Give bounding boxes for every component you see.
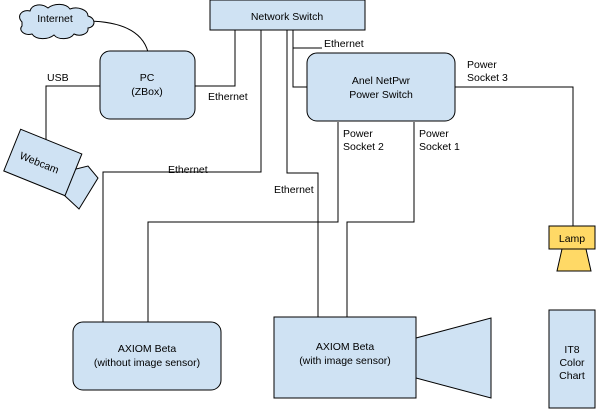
internet-cloud: Internet xyxy=(19,3,95,40)
pc-label: PC xyxy=(140,72,155,84)
power-socket-2-label: Power xyxy=(343,128,373,140)
wire-socket3-lamp xyxy=(455,86,574,226)
pc-sublabel: (ZBox) xyxy=(131,86,163,98)
power-socket-2-sublabel: Socket 2 xyxy=(343,141,384,153)
power-socket-1-label: Power xyxy=(419,128,449,140)
wire-pc-switch xyxy=(195,30,236,87)
wire-socket1-axiom-right xyxy=(346,122,415,317)
power-socket-1-sublabel: Socket 1 xyxy=(419,141,460,153)
power-switch-sublabel: Power Switch xyxy=(349,89,413,101)
axiom-beta-with-sensor: AXIOM Beta (with image sensor) xyxy=(273,316,492,399)
network-switch: Network Switch xyxy=(209,0,366,31)
power-socket-3-label: Power xyxy=(467,59,497,71)
ethernet-power-label: Ethernet xyxy=(324,38,364,50)
axiom-left-label: AXIOM Beta xyxy=(118,343,177,355)
it8-color-chart: IT8 Color Chart xyxy=(548,309,596,409)
network-switch-label: Network Switch xyxy=(251,11,324,23)
lamp-label: Lamp xyxy=(559,233,585,245)
wire-pc-webcam xyxy=(45,85,101,143)
power-socket-3-sublabel: Socket 3 xyxy=(467,72,508,84)
axiom-right-sublabel: (with image sensor) xyxy=(299,355,391,367)
webcam: Webcam xyxy=(3,128,99,210)
wire-socket2-axiom-left xyxy=(147,122,339,322)
wire-switch-axiom-left xyxy=(102,30,262,322)
it8-label-1: IT8 xyxy=(564,344,579,356)
it8-label-3: Chart xyxy=(559,370,585,382)
axiom-right-label: AXIOM Beta xyxy=(316,341,375,353)
wire-switch-power xyxy=(292,30,307,88)
ethernet-axiom-right-label: Ethernet xyxy=(274,184,314,196)
it8-label-2: Color xyxy=(559,357,585,369)
axiom-beta-without-sensor: AXIOM Beta (without image sensor) xyxy=(72,321,222,391)
power-switch: Anel NetPwr Power Switch xyxy=(306,52,456,122)
internet-label: Internet xyxy=(37,13,73,25)
ethernet-axiom-left-label: Ethernet xyxy=(168,164,208,176)
ethernet-pc-label: Ethernet xyxy=(208,91,248,103)
wire-internet-pc xyxy=(87,20,149,53)
axiom-left-sublabel: (without image sensor) xyxy=(94,357,200,369)
power-switch-label: Anel NetPwr xyxy=(352,75,411,87)
pc-zbox: PC (ZBox) xyxy=(99,50,196,120)
lamp: Lamp xyxy=(548,225,596,272)
usb-label: USB xyxy=(47,72,69,84)
wire-switch-axiom-right xyxy=(286,30,319,317)
